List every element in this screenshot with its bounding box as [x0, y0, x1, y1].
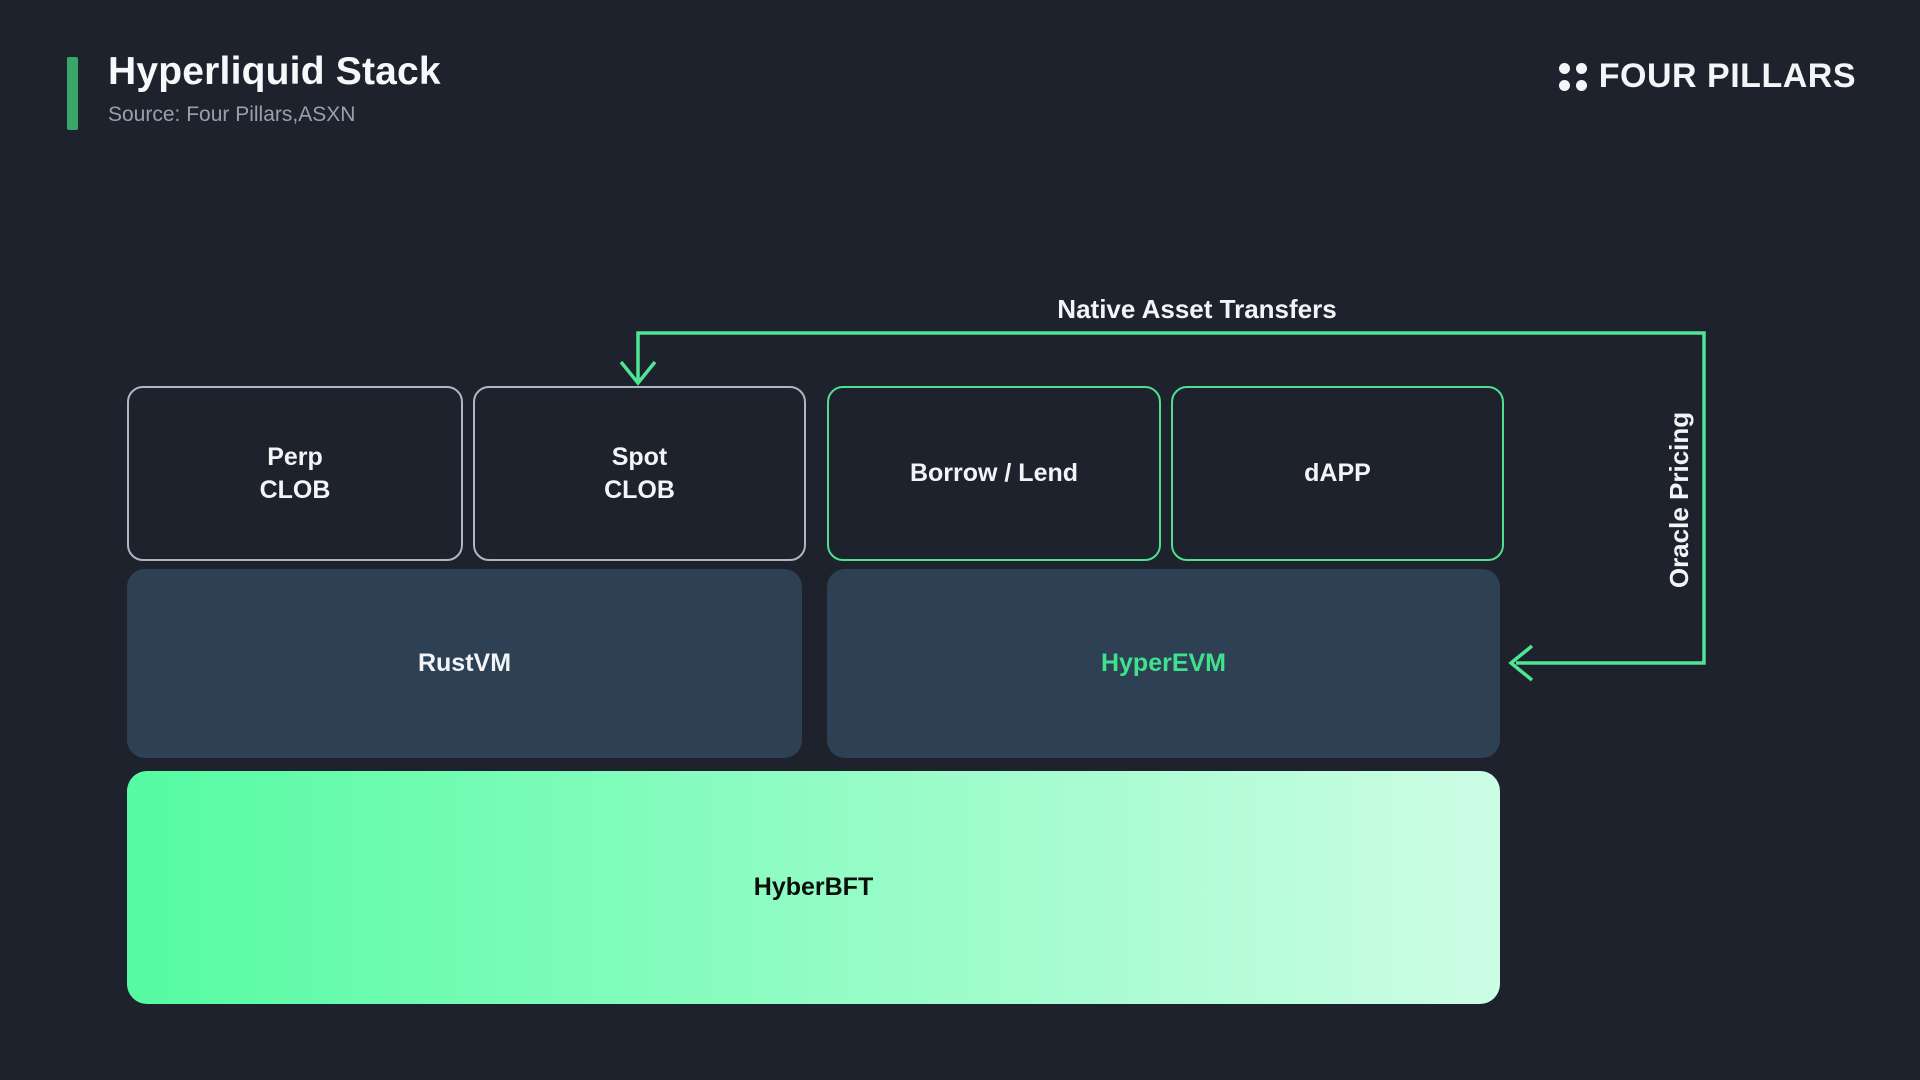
- spot-clob-label-line1: Spot: [611, 442, 668, 471]
- dapp-box: dAPP: [1171, 386, 1504, 561]
- page-title: Hyperliquid Stack: [108, 50, 441, 93]
- dapp-label: dAPP: [1304, 459, 1371, 487]
- borrow-lend-label: Borrow / Lend: [909, 459, 1079, 487]
- spot-clob-label-line2: CLOB: [604, 475, 675, 504]
- hyperevm-label: HyperEVM: [1100, 649, 1227, 677]
- hyberbft-label: HyberBFT: [753, 873, 874, 901]
- arrow-head-left-icon: [1508, 644, 1534, 682]
- brand-logo: FOUR PILLARS: [1558, 57, 1856, 96]
- four-dots-icon: [1558, 62, 1587, 91]
- arrow-head-down-icon: [619, 360, 657, 386]
- brand-name: FOUR PILLARS: [1598, 57, 1856, 95]
- spot-clob-box: Spot CLOB: [473, 386, 806, 561]
- borrow-lend-box: Borrow / Lend: [827, 386, 1161, 561]
- title-accent-bar: [67, 57, 78, 130]
- native-asset-transfers-label: Native Asset Transfers: [1057, 294, 1337, 324]
- perp-clob-box: Perp CLOB: [127, 386, 463, 561]
- hyperevm-box: HyperEVM: [827, 569, 1500, 758]
- perp-clob-label-line1: Perp: [267, 442, 323, 471]
- hyberbft-box: HyberBFT: [127, 771, 1500, 1004]
- rustvm-label: RustVM: [417, 649, 512, 677]
- source-caption: Source: Four Pillars,ASXN: [108, 103, 356, 126]
- oracle-pricing-label: Oracle Pricing: [1664, 411, 1694, 589]
- rustvm-box: RustVM: [127, 569, 802, 758]
- perp-clob-label-line2: CLOB: [259, 475, 331, 504]
